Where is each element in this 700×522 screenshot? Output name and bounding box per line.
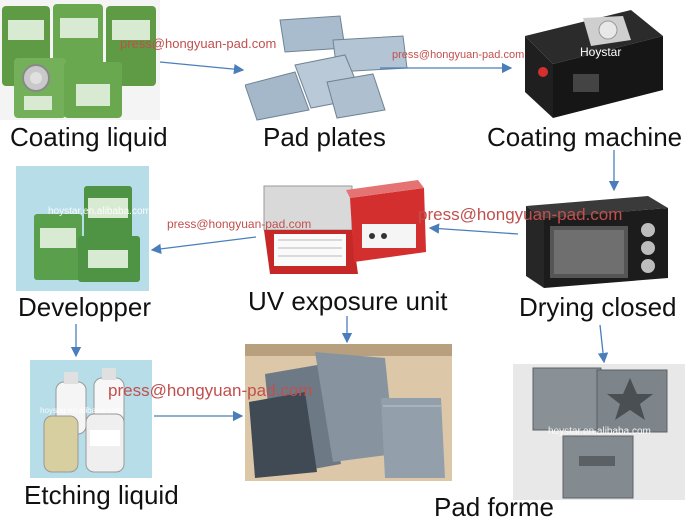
arrow-uv-unit-to-developper — [150, 236, 257, 255]
label-drying-closed: Drying closed — [519, 292, 677, 322]
label-pad-forme: Pad forme — [434, 492, 554, 522]
arrow-drying-to-uv-unit — [428, 223, 519, 235]
email-watermark-bottom: press@hongyuan-pad.com — [108, 381, 313, 400]
label-pad-plates: Pad plates — [263, 122, 386, 152]
email-watermark-top-left: press@hongyuan-pad.com — [120, 36, 277, 51]
coating-machine-photo — [513, 6, 665, 120]
etching-liquid-photo — [30, 360, 152, 478]
email-watermark-drying: press@hongyuan-pad.com — [418, 205, 623, 224]
developper-photo — [16, 166, 149, 291]
uv-exposure-unit-photo — [258, 178, 428, 282]
coating-liquid-photo — [0, 0, 160, 120]
etched-plates-photo — [245, 344, 452, 481]
label-coating-liquid: Coating liquid — [10, 122, 168, 152]
arrow-drying-to-pad-forme — [597, 324, 609, 364]
label-uv-exposure-unit: UV exposure unit — [248, 286, 448, 316]
developper-site-watermark: hoystar.en.alibaba.com — [48, 206, 151, 217]
label-etching-liquid: Etching liquid — [24, 480, 179, 510]
email-watermark-top-right: press@hongyuan-pad.com — [392, 49, 525, 61]
arrow-coating-liquid-to-pad-plates — [159, 61, 245, 75]
etching-site-watermark: hoystar.en.alibaba.com — [40, 406, 123, 415]
pad-plates-photo — [245, 10, 410, 122]
brand-watermark: Hoystar — [580, 45, 622, 59]
label-coating-machine: Coating machine — [487, 122, 683, 152]
pad-forme-photo — [513, 364, 685, 500]
pad-forme-site-watermark: hoystar.en.alibaba.com — [548, 426, 651, 437]
label-developper: Developper — [18, 292, 151, 322]
email-watermark-middle: press@hongyuan-pad.com — [167, 217, 312, 231]
drying-oven-photo — [520, 192, 670, 292]
